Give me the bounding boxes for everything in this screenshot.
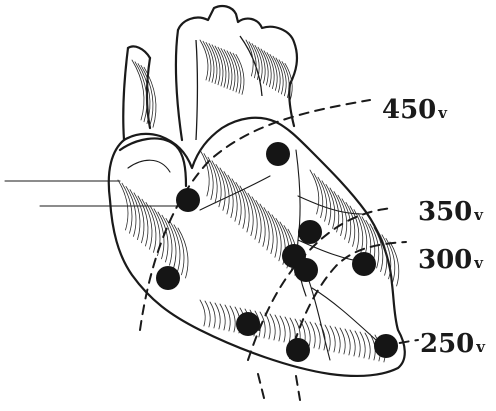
isoline-tail-2: [296, 376, 300, 400]
hatch-stroke: [340, 328, 345, 354]
hatch-stroke: [325, 325, 330, 351]
label-350-unit: v: [473, 206, 484, 224]
isoline-450: [140, 100, 370, 330]
hatch-stroke: [310, 170, 319, 214]
hatch-stroke: [210, 302, 215, 328]
electrode: [352, 252, 376, 276]
label-300v: 300v: [418, 245, 484, 275]
hatch-stroke: [345, 329, 350, 355]
label-350-value: 350: [418, 197, 472, 227]
label-300-unit: v: [473, 254, 484, 272]
label-250-value: 250: [420, 329, 474, 359]
aorta-left-wall: [176, 30, 182, 140]
hatch-stroke: [350, 330, 355, 356]
electrode: [298, 220, 322, 244]
electrode: [176, 188, 200, 212]
hatch-stroke: [310, 322, 315, 348]
left-vessel-outer: [123, 48, 128, 140]
label-350v: 350v: [418, 197, 484, 227]
hatch-stroke: [225, 305, 230, 331]
electrode: [286, 338, 310, 362]
hatch-stroke: [365, 333, 370, 359]
hatch-stroke: [355, 331, 360, 357]
hatch-stroke: [275, 315, 280, 341]
coronary-branch-3: [306, 272, 330, 360]
hatch-stroke: [330, 326, 335, 352]
hatch-stroke: [285, 317, 290, 343]
right-atrium-edge: [120, 138, 186, 186]
hatch-stroke: [360, 332, 365, 358]
aortic-arch: [178, 6, 297, 126]
hatch-stroke: [200, 40, 208, 80]
hatch-stroke: [315, 323, 320, 349]
hatch-stroke: [135, 62, 147, 122]
hatch-stroke: [335, 327, 340, 353]
label-300-value: 300: [418, 245, 472, 275]
electrode: [294, 258, 318, 282]
label-450-value: 450: [382, 95, 436, 125]
hatch-stroke: [215, 303, 220, 329]
left-vessel-top: [128, 46, 150, 58]
hatch-stroke: [132, 60, 144, 120]
hatch-stroke: [200, 300, 205, 326]
atrium-fold: [128, 160, 170, 172]
coronary-branch-5: [200, 176, 270, 210]
electrode: [236, 312, 260, 336]
isoline-tail-1: [258, 374, 264, 398]
coronary-branch-4: [312, 288, 376, 340]
hatch-stroke: [220, 304, 225, 330]
lead-wires: [5, 181, 185, 206]
hatch-stroke: [230, 306, 235, 332]
label-250-unit: v: [475, 338, 486, 356]
electrodes: [156, 142, 398, 362]
vessel-inner-line-1: [196, 40, 198, 140]
hatch-stroke: [280, 316, 285, 342]
coronary-branch-1: [298, 196, 362, 214]
electrode: [156, 266, 180, 290]
hatch-stroke: [270, 314, 275, 340]
hatch-stroke: [265, 313, 270, 339]
electrode: [266, 142, 290, 166]
electrode: [374, 334, 398, 358]
label-450-unit: v: [437, 104, 448, 122]
hatch-stroke: [205, 301, 210, 327]
